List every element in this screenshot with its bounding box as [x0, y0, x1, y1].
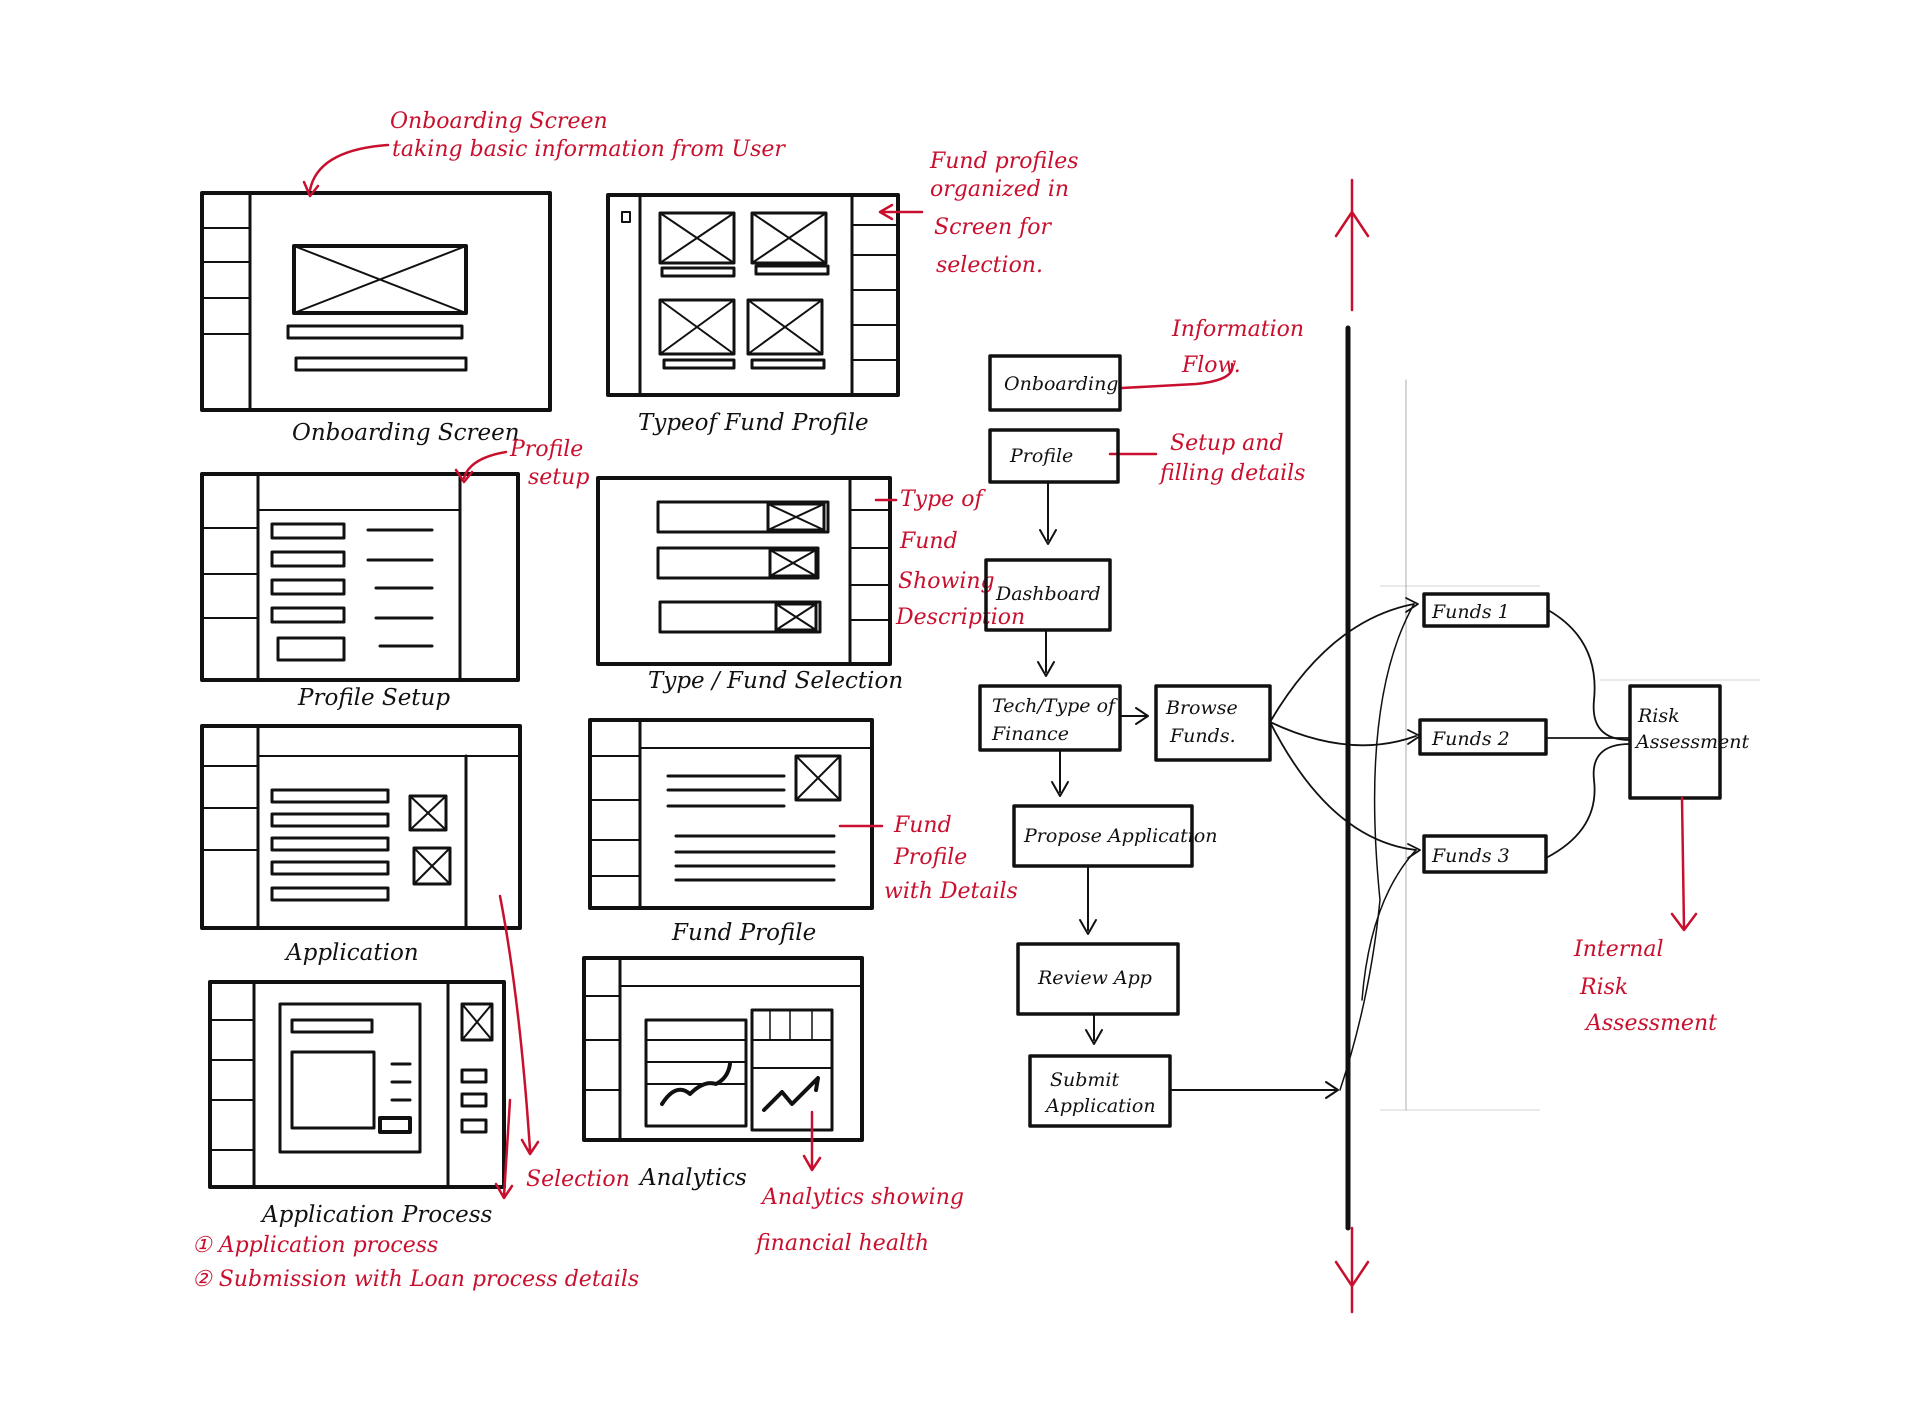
- svg-text:Browse: Browse: [1165, 697, 1238, 719]
- svg-text:Application: Application: [1044, 1095, 1156, 1117]
- svg-text:Funds.: Funds.: [1169, 725, 1236, 747]
- note-onboarding-top: Onboarding Screen taking basic informati…: [390, 109, 786, 162]
- wireframe-label-profile-setup: Profile Setup: [297, 685, 450, 711]
- flow-arrow-profile-dashboard: [1039, 481, 1057, 545]
- arrow-fund-profiles-note: [878, 203, 924, 221]
- wireframe-label-fund-profile: Fund Profile: [671, 920, 816, 946]
- note-information-flow: Information Flow.: [1171, 317, 1311, 378]
- flow-node-onboarding: Onboarding: [988, 354, 1122, 412]
- flow-arrow-tech-propose: [1051, 749, 1069, 797]
- flow-curves-risk: [1545, 609, 1631, 859]
- flow-node-dashboard: Dashboard: [984, 558, 1112, 632]
- wireframe-label-analytics: Analytics: [638, 1165, 747, 1191]
- arrow-selection-1: [498, 894, 540, 1156]
- flow-arrow-review-submit: [1085, 1013, 1103, 1045]
- flow-arrow-dashboard-tech: [1037, 629, 1055, 677]
- lane-divider: [1334, 178, 1407, 1314]
- flow-node-review: Review App: [1016, 942, 1180, 1016]
- svg-text:Onboarding: Onboarding: [1004, 373, 1118, 395]
- wireframe-application: [200, 724, 522, 930]
- wireframe-label-application-process: Application Process: [260, 1202, 493, 1228]
- svg-text:Risk: Risk: [1637, 705, 1680, 727]
- wireframe-fund-profile: [588, 718, 874, 910]
- flow-node-browse: Browse Funds.: [1154, 684, 1272, 762]
- svg-text:Propose Application: Propose Application: [1023, 825, 1218, 847]
- svg-text:Funds 1: Funds 1: [1431, 601, 1510, 623]
- wireframe-profile-setup: [200, 472, 520, 682]
- note-internal-risk: Internal Risk Assessment: [1573, 937, 1717, 1036]
- wireframe-typeof-fund-profile: [606, 193, 900, 397]
- arrow-onboarding-note: [302, 143, 390, 198]
- flow-node-risk: Risk Assessment: [1628, 684, 1749, 800]
- flow-node-tech-type: Tech/Type of Finance: [978, 684, 1122, 752]
- wireframe-label-onboarding: Onboarding Screen: [292, 420, 520, 446]
- svg-text:Funds 3: Funds 3: [1431, 845, 1510, 867]
- arrow-selection-2: [494, 1098, 514, 1200]
- lane-arrow-down: [1334, 1226, 1370, 1314]
- flow-node-fund3: Funds 3: [1422, 834, 1548, 874]
- wireframe-onboarding: [200, 191, 552, 412]
- note-type-of-fund: Type of Fund Showing Description: [895, 487, 1025, 630]
- svg-text:Tech/Type of: Tech/Type of: [992, 695, 1118, 717]
- note-fund-profiles: Fund profiles organized in Screen for se…: [929, 149, 1086, 278]
- svg-text:Funds 2: Funds 2: [1431, 728, 1510, 750]
- svg-text:Finance: Finance: [991, 723, 1069, 745]
- flow-node-propose: Propose Application: [1012, 804, 1218, 868]
- wireframe-label-type-fund-selection: Type / Fund Selection: [648, 668, 903, 694]
- svg-text:Review App: Review App: [1037, 967, 1152, 989]
- svg-text:Assessment: Assessment: [1634, 731, 1749, 753]
- wireframe-label-typeof-fund-profile: Typeof Fund Profile: [638, 410, 869, 436]
- note-setup-details: Setup and filling details: [1158, 431, 1305, 486]
- wireframe-label-application: Application: [284, 940, 419, 966]
- flow-node-profile: Profile: [988, 428, 1120, 484]
- note-analytics-health: Analytics showing financial health: [754, 1185, 971, 1256]
- arrow-profile-setup-note: [454, 450, 508, 484]
- flow-node-submit: Submit Application: [1028, 1054, 1172, 1128]
- svg-text:Dashboard: Dashboard: [995, 583, 1101, 605]
- wireframe-application-process: [208, 980, 506, 1189]
- svg-text:Profile: Profile: [1009, 445, 1073, 467]
- guide-lines: [1380, 585, 1760, 1111]
- wireframe-type-fund-selection: [596, 476, 892, 666]
- flow-node-fund1: Funds 1: [1422, 592, 1550, 628]
- wireframe-analytics: [582, 956, 864, 1142]
- flow-arrow-tech-browse: [1119, 707, 1149, 725]
- lane-arrow-up: [1334, 178, 1370, 312]
- arrow-analytics-note: [802, 1110, 822, 1172]
- flow-node-fund2: Funds 2: [1418, 718, 1548, 756]
- underline-information-flow: [1120, 362, 1234, 390]
- flow-arrow-submit-lane: [1169, 1081, 1339, 1099]
- note-list: ① Application process ② Submission with …: [192, 1233, 639, 1292]
- flow-arrow-propose-review: [1079, 865, 1097, 935]
- svg-text:Submit: Submit: [1050, 1069, 1120, 1091]
- note-profile-setup: Profile setup: [509, 437, 590, 490]
- arrow-risk-internal: [1670, 796, 1698, 932]
- note-selection: Selection: [526, 1167, 630, 1192]
- flow-curves-funds: [1269, 597, 1421, 1091]
- note-fund-profile-details: Fund Profile with Details: [884, 813, 1018, 904]
